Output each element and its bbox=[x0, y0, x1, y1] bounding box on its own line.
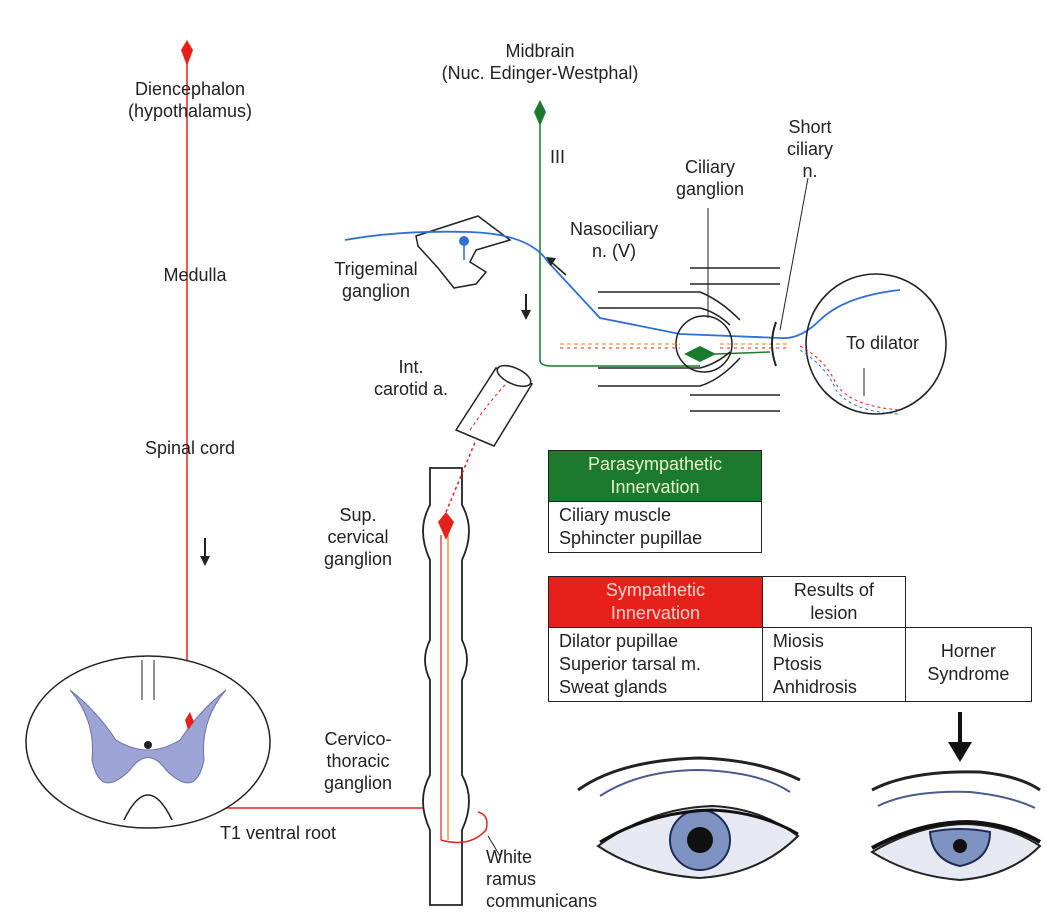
horner-eye-sketch-icon bbox=[872, 772, 1040, 880]
hypothalamus-neuron-icon bbox=[181, 40, 193, 66]
results-header: Results of lesion bbox=[762, 577, 905, 628]
horner-syndrome-cell: Horner Syndrome bbox=[905, 628, 1031, 702]
lesion-results: Miosis Ptosis Anhidrosis bbox=[762, 628, 905, 702]
sympathetic-target: Sweat glands bbox=[559, 676, 752, 699]
cn-iii-label: III bbox=[550, 146, 565, 168]
nasociliary-label: Nasociliary n. (V) bbox=[552, 218, 676, 262]
spinal-cord-label: Spinal cord bbox=[130, 437, 250, 459]
lesion-result: Ptosis bbox=[773, 653, 895, 676]
sympathetic-table: Sympathetic Innervation Results of lesio… bbox=[548, 576, 1032, 702]
to-dilator-label: To dilator bbox=[846, 332, 919, 354]
sup-cervical-label: Sup. cervical ganglion bbox=[306, 504, 410, 570]
orbital-nerves bbox=[598, 268, 780, 411]
t1-root-label: T1 ventral root bbox=[220, 822, 336, 844]
int-carotid-label: Int. carotid a. bbox=[356, 356, 466, 400]
trigeminal-label: Trigeminal ganglion bbox=[316, 258, 436, 302]
dilator-fiber-2 bbox=[800, 350, 900, 414]
parasympathetic-targets: Ciliary muscle Sphincter pupillae bbox=[549, 502, 762, 553]
diencephalon-label: Diencephalon (hypothalamus) bbox=[110, 78, 270, 122]
short-ciliary-label: Short ciliary n. bbox=[770, 116, 850, 182]
normal-eye-sketch-icon bbox=[578, 758, 800, 878]
horner-arrow-head-icon bbox=[948, 742, 972, 762]
lesion-result: Miosis bbox=[773, 630, 895, 653]
short-ciliary-pointer bbox=[780, 178, 808, 330]
ciliary-neuron-icon bbox=[684, 346, 716, 362]
parasympathetic-target: Ciliary muscle bbox=[559, 504, 751, 527]
spinal-cord-section-icon bbox=[26, 656, 270, 828]
sympathetic-target: Dilator pupillae bbox=[559, 630, 752, 653]
midbrain-label: Midbrain (Nuc. Edinger-Westphal) bbox=[420, 40, 660, 84]
medulla-label: Medulla bbox=[150, 264, 240, 286]
white-ramus-label: White ramus communicans bbox=[486, 846, 597, 912]
cervicothoracic-label: Cervico- thoracic ganglion bbox=[306, 728, 410, 794]
parasympathetic-header: Parasympathetic Innervation bbox=[549, 451, 762, 502]
down-arrow-2-head-icon bbox=[521, 310, 531, 320]
sympathetic-target: Superior tarsal m. bbox=[559, 653, 752, 676]
parasympathetic-table: Parasympathetic Innervation Ciliary musc… bbox=[548, 450, 762, 553]
empty-cell bbox=[905, 577, 1031, 628]
down-arrow-head-icon bbox=[200, 556, 210, 566]
ciliary-ganglion-label: Ciliary ganglion bbox=[660, 156, 760, 200]
parasympathetic-target: Sphincter pupillae bbox=[559, 527, 751, 550]
sympathetic-header: Sympathetic Innervation bbox=[549, 577, 763, 628]
internal-carotid-icon bbox=[456, 361, 534, 446]
sympathetic-targets: Dilator pupillae Superior tarsal m. Swea… bbox=[549, 628, 763, 702]
lesion-result: Anhidrosis bbox=[773, 676, 895, 699]
short-ciliary-nerve-mark bbox=[772, 322, 776, 366]
